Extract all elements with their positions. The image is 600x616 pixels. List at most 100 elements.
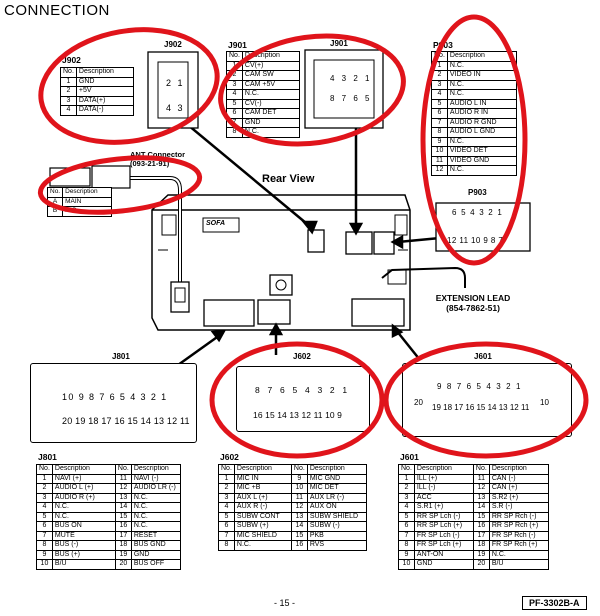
table-cell: 9: [398, 549, 415, 560]
table-header: No. Description: [226, 51, 300, 62]
table-cell: 3: [36, 492, 53, 503]
pin-no: 9: [431, 136, 448, 147]
table-cell: 19: [472, 549, 490, 560]
table-cell: 7: [218, 530, 235, 541]
table-cell: B/U: [488, 559, 549, 570]
table-cell: 3: [218, 492, 235, 503]
pin-no: 6: [431, 108, 448, 119]
table-cell: FR SP Lch (+): [413, 540, 474, 551]
table-cell: 12: [290, 502, 308, 513]
j801-connector: [30, 363, 197, 443]
table-cell: AUX R (-): [233, 502, 292, 513]
table-cell: MIC SHIELD: [233, 530, 292, 541]
col-no: No.: [290, 464, 308, 475]
table-cell: MIC GND: [306, 473, 367, 484]
pin-desc: DATA(+): [75, 95, 134, 106]
pin-desc: GND: [75, 76, 134, 87]
col-no: No.: [398, 464, 415, 475]
col-no: No.: [114, 464, 132, 475]
ant-connector-part: (093-21-91): [130, 159, 170, 168]
j901-connector-label: J901: [330, 39, 348, 48]
pin-no: 3: [226, 79, 243, 90]
pin-no: 11: [431, 155, 448, 166]
table-cell: SUBW (-): [306, 521, 367, 532]
j801-pins-top: 10 9 8 7 6 5 4 3 2 1: [62, 392, 168, 402]
table-cell: BUS (-): [51, 540, 116, 551]
j601-pins-bottom: 19 18 17 16 15 14 13 12 11: [432, 403, 530, 412]
table-cell: 4: [398, 502, 415, 513]
table-cell: RR SP Rch (+): [488, 521, 549, 532]
pin-no: 1: [431, 60, 448, 71]
pin-desc: GND: [241, 117, 300, 128]
j601-pins-top: 9 8 7 6 5 4 3 2 1: [437, 382, 523, 391]
table-cell: SUBW SHIELD: [306, 511, 367, 522]
pin-no: 3: [60, 95, 77, 106]
table-cell: 10: [36, 559, 53, 570]
pin-desc: AUDIO R GND: [446, 117, 517, 128]
table-cell: 20: [114, 559, 132, 570]
pin-no: 7: [431, 117, 448, 128]
col-no: No.: [36, 464, 53, 475]
table-cell: 18: [114, 540, 132, 551]
table-cell: RR SP Rch (-): [488, 511, 549, 522]
table-cell: AUX LR (-): [306, 492, 367, 503]
col-no: No.: [218, 464, 235, 475]
p903-table-label: P903: [433, 40, 453, 50]
col-desc: Description: [413, 464, 474, 475]
table-cell: 15: [114, 511, 132, 522]
pin-desc: VIDEO DET: [446, 146, 517, 157]
table-cell: FR SP Lch (-): [413, 530, 474, 541]
p903-pins-top: 6 5 4 3 2 1: [452, 208, 504, 217]
table-cell: 7: [398, 530, 415, 541]
pin-no: 2: [60, 86, 77, 97]
extension-lead-part: (854-7862-51): [446, 303, 500, 313]
col-no: No.: [472, 464, 490, 475]
ant-connector-title: ANT Connector: [130, 150, 185, 159]
col-desc: Description: [130, 464, 181, 475]
table-cell: 13: [472, 492, 490, 503]
j801-pins-bottom: 20 19 18 17 16 15 14 13 12 11: [62, 416, 190, 426]
col-desc: Description: [233, 464, 292, 475]
table-cell: N.C.: [51, 511, 116, 522]
j801-connector-label: J801: [112, 352, 130, 361]
col-no: No.: [60, 67, 77, 78]
p903-pins-bottom: 12 11 10 9 8 7: [447, 236, 504, 245]
table-cell: 15: [472, 511, 490, 522]
table-cell: BUS (+): [51, 549, 116, 560]
table-cell: N.C.: [130, 492, 181, 503]
brand-mark: SOFA: [206, 220, 226, 227]
table-cell: N.C.: [130, 511, 181, 522]
table-cell: 20: [472, 559, 490, 570]
col-no: No.: [46, 187, 64, 198]
table-cell: ILL (-): [413, 483, 474, 494]
col-no: No.: [226, 51, 243, 62]
j901-table-label: J901: [228, 40, 247, 50]
table-cell: 4: [36, 502, 53, 513]
table-cell: AUX L (+): [233, 492, 292, 503]
pin-no: A: [46, 196, 64, 207]
table-cell: 6: [36, 521, 53, 532]
table-cell: S.R (-): [488, 502, 549, 513]
table-cell: 11: [114, 473, 132, 484]
table-cell: 5: [36, 511, 53, 522]
col-desc: Description: [241, 51, 300, 62]
